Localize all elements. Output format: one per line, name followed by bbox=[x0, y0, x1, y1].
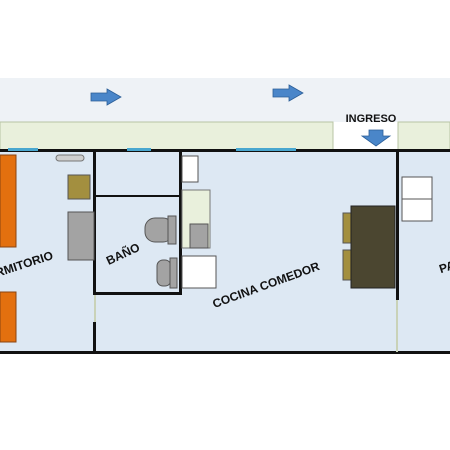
washer bbox=[189, 223, 209, 249]
terrace-strip-right bbox=[397, 121, 450, 151]
wall-top bbox=[0, 149, 450, 152]
arrow-right-icon bbox=[90, 88, 122, 106]
bed bbox=[0, 291, 17, 343]
dining-table bbox=[350, 205, 396, 289]
wall-kitchen-partial bbox=[396, 150, 399, 300]
wall-bathroom-bottom bbox=[93, 292, 182, 295]
wardrobe bbox=[67, 211, 95, 261]
exterior-corridor bbox=[0, 78, 450, 122]
wall-bathroom-right bbox=[179, 150, 182, 295]
window bbox=[127, 148, 151, 151]
entrance-label: INGRESO bbox=[346, 113, 397, 125]
shower-tray bbox=[181, 155, 199, 183]
room-label-partial: PA bbox=[437, 258, 450, 276]
nightstand bbox=[67, 174, 91, 200]
sink bbox=[156, 257, 178, 289]
wall-bedroom-door-post bbox=[93, 322, 96, 353]
room-floor-hall bbox=[95, 293, 180, 352]
shelf bbox=[55, 154, 85, 162]
arrow-right-icon bbox=[272, 84, 304, 102]
window bbox=[8, 148, 38, 151]
arrow-down-icon bbox=[360, 129, 392, 147]
toilet bbox=[144, 215, 177, 245]
wall-bottom bbox=[0, 351, 450, 354]
terrace-strip bbox=[0, 121, 334, 151]
wall-bathroom-shower bbox=[96, 195, 180, 197]
window bbox=[236, 148, 296, 151]
cabinet bbox=[181, 255, 217, 289]
bed bbox=[0, 154, 17, 248]
